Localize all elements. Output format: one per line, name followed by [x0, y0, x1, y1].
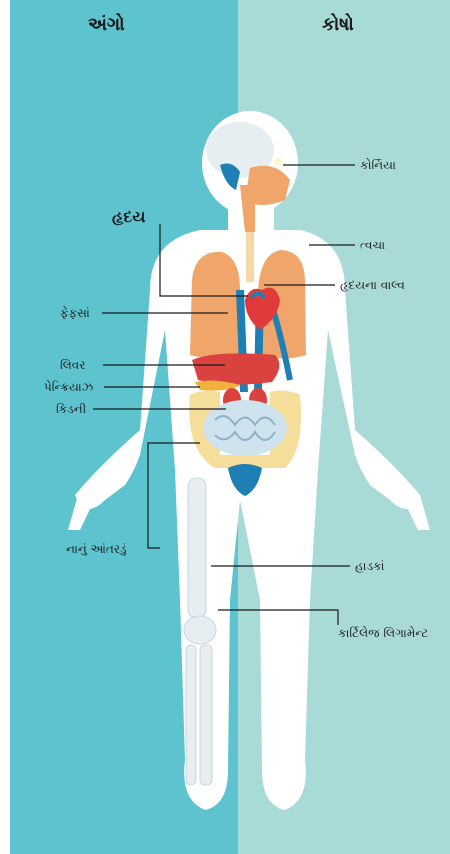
- label-liver: લિવર: [60, 358, 85, 372]
- label-small-intestine: નાનું આંતરડું: [66, 542, 127, 556]
- label-pancreas: પેન્ક્રિયાઝ: [44, 380, 93, 394]
- label-cornea: કોર્નિયા: [360, 158, 396, 172]
- liver-shape: [192, 353, 279, 384]
- label-kidney: કિડની: [56, 402, 86, 416]
- label-lungs: ફેફસાં: [60, 306, 90, 320]
- eye: [274, 158, 282, 166]
- left-lung: [190, 252, 240, 359]
- label-heart-valve: હૃદયના વાલ્વ: [340, 278, 405, 292]
- label-heart: હૃદય: [112, 210, 145, 224]
- trachea: [246, 232, 254, 282]
- label-bones: હાડકાં: [355, 559, 384, 573]
- label-skin: ત્વચા: [360, 238, 385, 252]
- label-cartilage-ligament: કાર્ટિલેજ લિગામેન્ટ: [338, 626, 428, 640]
